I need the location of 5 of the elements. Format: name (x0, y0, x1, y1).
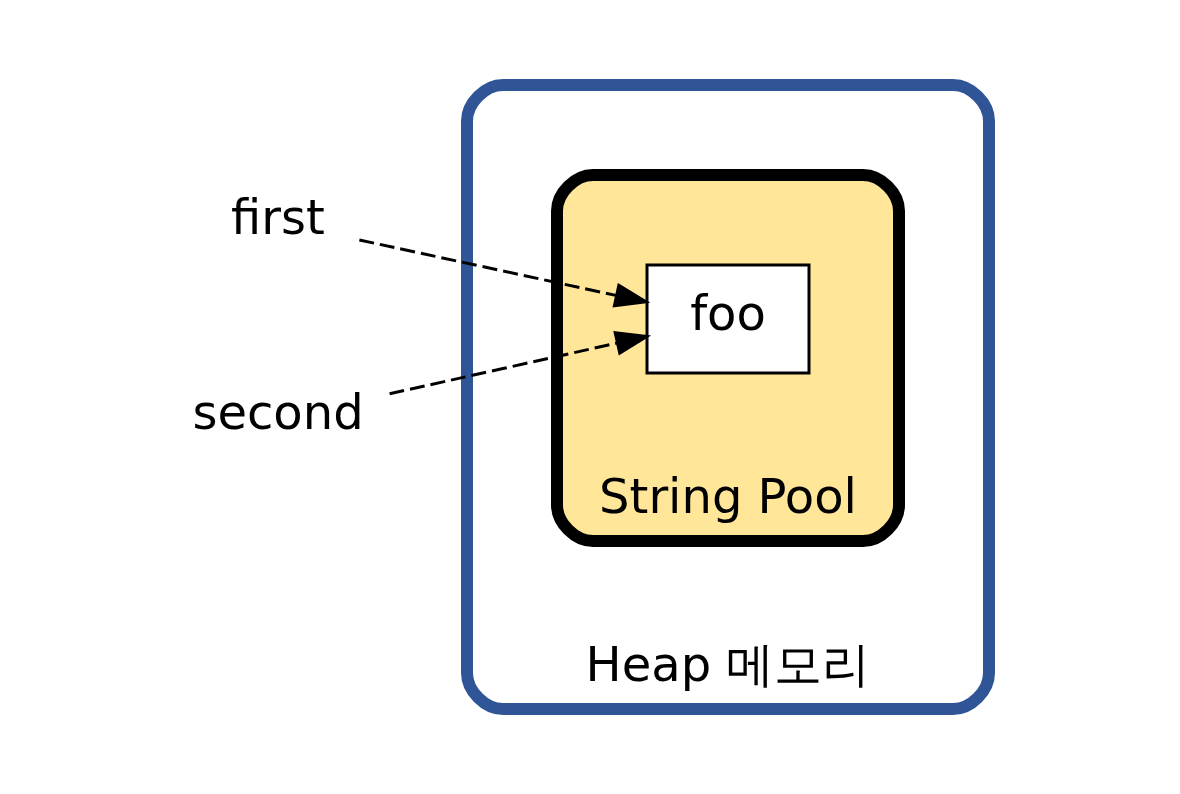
node-text: first (231, 189, 325, 246)
arrow (389, 331, 652, 396)
node-box: foo (645, 263, 811, 375)
arrow (359, 238, 651, 308)
node-text: second (192, 384, 364, 441)
